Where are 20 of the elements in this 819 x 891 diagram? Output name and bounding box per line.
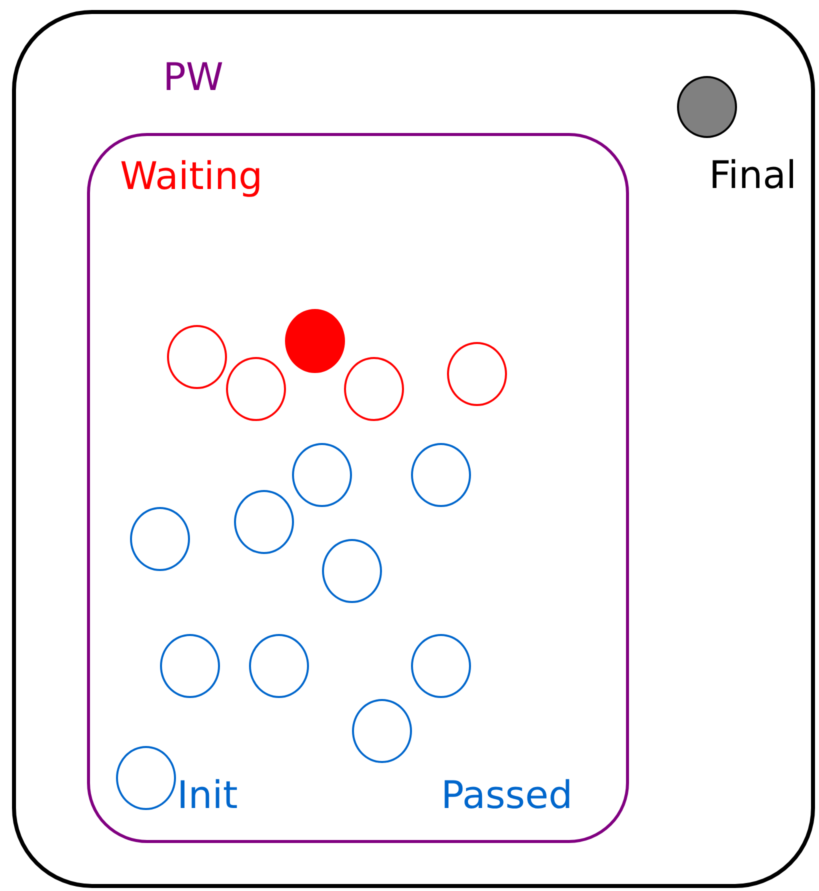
state-circle <box>234 490 294 554</box>
state-circle <box>167 325 227 389</box>
state-circle <box>130 507 190 571</box>
state-circle <box>116 746 176 810</box>
set-label: Waiting <box>120 157 263 195</box>
state-circle <box>249 634 309 698</box>
state-circle <box>160 634 220 698</box>
set-label: Init <box>177 776 238 814</box>
outer-frame <box>12 10 815 888</box>
set-label: Passed <box>441 776 573 814</box>
state-circle <box>352 699 412 763</box>
state-circle <box>447 342 507 406</box>
state-circle <box>411 634 471 698</box>
set-title: PW <box>163 58 224 96</box>
state-circle <box>344 357 404 421</box>
state-circle <box>226 357 286 421</box>
state-label: Final <box>709 156 797 194</box>
state-circle <box>322 539 382 603</box>
state-circle <box>292 443 352 507</box>
state-circle <box>411 443 471 507</box>
